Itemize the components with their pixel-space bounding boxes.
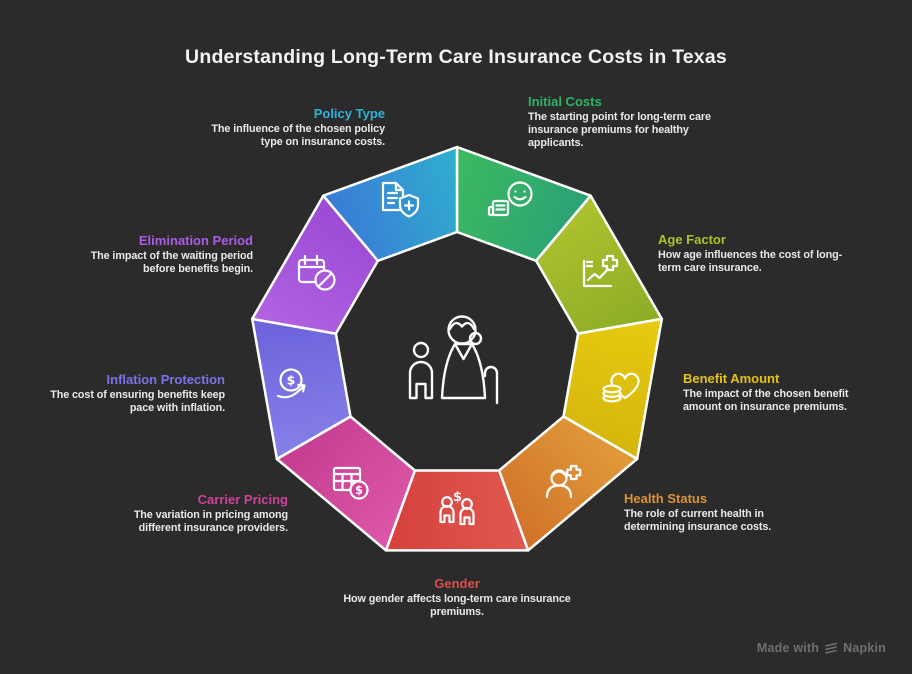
callout-description: How gender affects long-term care insura… (343, 592, 571, 619)
callout-policy-type: Policy Type The influence of the chosen … (190, 106, 385, 149)
callout-heading: Initial Costs (528, 94, 602, 109)
svg-text:$: $ (355, 483, 363, 497)
callout-health-status: Health Status The role of current health… (624, 491, 814, 534)
svg-text:$: $ (287, 373, 296, 388)
growth-chart-plus-icon (582, 254, 619, 288)
heart-coins-icon (602, 372, 640, 403)
callout-heading: Elimination Period (138, 233, 253, 248)
callout-initial-costs: Initial Costs The starting point for lon… (528, 94, 714, 150)
callout-heading: Benefit Amount (683, 371, 780, 386)
callout-heading: Gender (434, 576, 480, 591)
callout-heading: Age Factor (658, 232, 726, 247)
calendar-blocked-icon (297, 254, 336, 291)
callout-heading: Policy Type (313, 106, 385, 121)
callout-gender: Gender How gender affects long-term care… (342, 576, 572, 619)
callout-description: The variation in pricing among different… (133, 508, 288, 535)
callout-description: How age influences the cost of long-term… (658, 248, 843, 275)
invoice-smiley-icon (487, 181, 533, 217)
callout-carrier-pricing: Carrier Pricing The variation in pricing… (93, 492, 288, 535)
callout-heading: Health Status (624, 491, 708, 506)
callout-description: The impact of the waiting period before … (90, 249, 253, 276)
watermark-brand: Napkin (843, 641, 886, 655)
dollar-trend-arrow-icon: $ (276, 368, 306, 399)
callout-description: The role of current health in determinin… (624, 507, 772, 534)
callout-heading: Carrier Pricing (197, 492, 288, 507)
patient-plus-icon (545, 464, 582, 499)
svg-text:$: $ (453, 490, 462, 505)
callout-heading: Inflation Protection (106, 372, 225, 387)
callout-description: The influence of the chosen policy type … (211, 122, 385, 149)
callout-description: The impact of the chosen benefit amount … (683, 387, 849, 414)
watermark-prefix: Made with (756, 641, 820, 655)
policy-document-shield-icon (381, 181, 420, 218)
callout-description: The starting point for long-term care in… (528, 110, 711, 150)
callout-description: The cost of ensuring benefits keep pace … (50, 388, 225, 415)
price-table-dollar-icon: $ (332, 466, 369, 500)
page-title: Understanding Long-Term Care Insurance C… (185, 46, 727, 68)
callout-elimination-period: Elimination Period The impact of the wai… (58, 233, 253, 276)
callout-age-factor: Age Factor How age influences the cost o… (658, 232, 856, 275)
elderly-woman-with-cane-and-child-icon (408, 315, 499, 405)
callout-inflation-protection: Inflation Protection The cost of ensurin… (30, 372, 225, 415)
watermark: Made with Napkin (757, 641, 886, 655)
napkin-logo-icon (825, 642, 837, 654)
callout-benefit-amount: Benefit Amount The impact of the chosen … (683, 371, 881, 414)
two-people-dollar-icon: $ (439, 490, 475, 526)
